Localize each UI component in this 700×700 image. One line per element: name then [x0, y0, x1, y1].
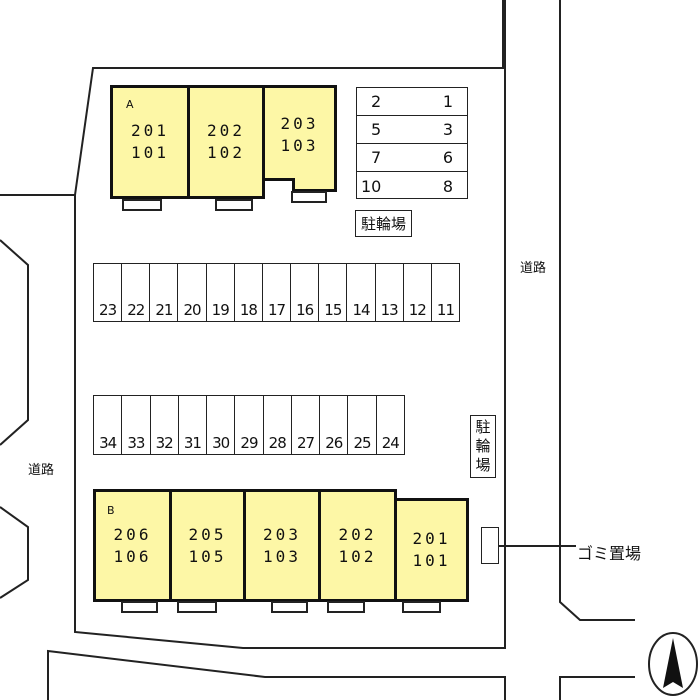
- parking-slot: 19: [207, 264, 235, 321]
- parking-slot: 18: [235, 264, 263, 321]
- parking-slot: 20: [178, 264, 207, 321]
- balcony: [122, 199, 162, 211]
- bike-slot: 6: [442, 148, 453, 167]
- parking-slot: 24: [381, 434, 400, 452]
- balcony: [327, 601, 365, 613]
- unit-b-105-205[interactable]: 205 105: [169, 489, 246, 602]
- char: 駐: [475, 418, 491, 436]
- balcony: [177, 601, 217, 613]
- unit-b-106-206[interactable]: 206 106: [93, 489, 172, 602]
- parking-slot: 31: [179, 396, 208, 454]
- bike-slot: 2: [371, 92, 382, 111]
- unit-lower: 101: [131, 143, 169, 162]
- balcony: [215, 199, 253, 211]
- lot-boundary: [74, 0, 506, 649]
- road-label-east: 道路: [520, 261, 547, 276]
- balcony: [402, 601, 441, 613]
- parking-slot: 22: [122, 264, 151, 321]
- parking-slot: 28: [264, 396, 292, 454]
- parking-slot: 16: [291, 264, 320, 321]
- road-edge-east: [559, 0, 635, 621]
- garbage-area-box: [481, 527, 499, 564]
- road-edge-southeast: [559, 676, 635, 700]
- parking-slot: 30: [207, 396, 236, 454]
- unit-upper: 201: [412, 529, 451, 548]
- road-edge-south: [47, 649, 506, 700]
- bike-slot: 8: [442, 176, 453, 196]
- unit-upper: 203: [263, 524, 301, 544]
- unit-upper: 201: [131, 121, 169, 140]
- unit-upper: 206: [113, 524, 152, 544]
- unit-upper: 202: [338, 524, 377, 544]
- unit-lower: 106: [113, 546, 152, 566]
- unit-lower: 101: [412, 551, 451, 570]
- char: 場: [475, 456, 491, 474]
- road-shape-west-lower: [0, 506, 29, 599]
- balcony: [271, 601, 308, 613]
- bike-slot: 3: [442, 120, 453, 139]
- unit-upper: 205: [188, 524, 227, 544]
- parking-slot: 26: [320, 396, 349, 454]
- unit-b-101-201[interactable]: 201 101: [394, 498, 469, 602]
- notch-edge: [262, 178, 295, 181]
- unit-lower: 102: [338, 546, 377, 566]
- char: 輪: [475, 437, 491, 455]
- bike-slot: 10: [361, 176, 382, 196]
- road-shape-west-upper: [0, 239, 29, 446]
- bike-slot: 7: [371, 148, 382, 167]
- unit-upper: 202: [207, 121, 245, 140]
- unit-lower: 105: [188, 546, 227, 566]
- parking-slot: 14: [347, 264, 376, 321]
- unit-upper: 203: [280, 113, 319, 133]
- unit-lower: 102: [207, 143, 245, 162]
- building-a-label: A: [126, 98, 134, 111]
- parking-slot: 13: [376, 264, 404, 321]
- parking-slot: 25: [348, 396, 377, 454]
- unit-a-103-extension: [292, 178, 337, 192]
- unit-a-102-202[interactable]: 202 102: [187, 85, 265, 199]
- north-arrow-ring: [648, 632, 698, 696]
- parking-slot: 21: [150, 264, 179, 321]
- parking-slot: 29: [235, 396, 264, 454]
- unit-lower: 103: [263, 546, 301, 566]
- balcony: [291, 191, 327, 203]
- unit-b-102-202[interactable]: 202 102: [318, 489, 397, 602]
- unit-b-103-203[interactable]: 203 103: [243, 489, 321, 602]
- unit-a-101-201[interactable]: 201 101: [110, 85, 190, 199]
- building-b-label: B: [107, 504, 115, 517]
- parking-slot: 34: [94, 396, 123, 454]
- garbage-area-label: ゴミ置場: [577, 544, 642, 563]
- parking-slot: 12: [404, 264, 432, 321]
- parking-slot: 27: [292, 396, 321, 454]
- parking-slot: 15: [319, 264, 348, 321]
- bicycle-parking-label: 駐輪場: [355, 210, 412, 237]
- balcony: [121, 601, 158, 613]
- north-arrow-icon: [663, 638, 683, 688]
- unit-a-103-203[interactable]: 203 103: [262, 85, 337, 181]
- parking-slot: 33: [122, 396, 151, 454]
- bicycle-parking-label-vertical: 駐 輪 場: [470, 415, 496, 478]
- road-label-west: 道路: [28, 463, 55, 478]
- parking-slot: 32: [151, 396, 179, 454]
- bike-row: 10 8: [357, 172, 467, 200]
- unit-lower: 103: [280, 135, 319, 155]
- bike-slot: 1: [442, 92, 453, 111]
- bike-slot: 5: [371, 120, 382, 139]
- parking-slot: 17: [263, 264, 292, 321]
- parking-slot: 11: [436, 301, 455, 319]
- parking-slot: 23: [94, 264, 123, 321]
